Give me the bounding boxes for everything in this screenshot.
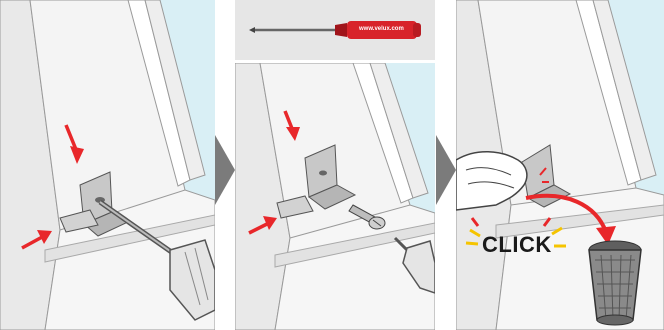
step-2-illustration <box>235 63 435 330</box>
trash-bin-icon <box>589 241 641 325</box>
step-2-panel <box>235 63 435 330</box>
screwdriver-icon <box>235 0 435 60</box>
step-3-panel: CLICK <box>456 0 664 330</box>
step-1-illustration <box>0 0 215 330</box>
screwdriver-panel: www.velux.com <box>235 0 435 60</box>
chevron-right-icon <box>436 135 456 205</box>
screwdriver-brand-label: www.velux.com <box>359 26 404 32</box>
click-label: CLICK <box>482 232 552 258</box>
step-1-panel <box>0 0 215 330</box>
chevron-right-icon <box>215 135 235 205</box>
step-3-illustration <box>456 0 664 330</box>
